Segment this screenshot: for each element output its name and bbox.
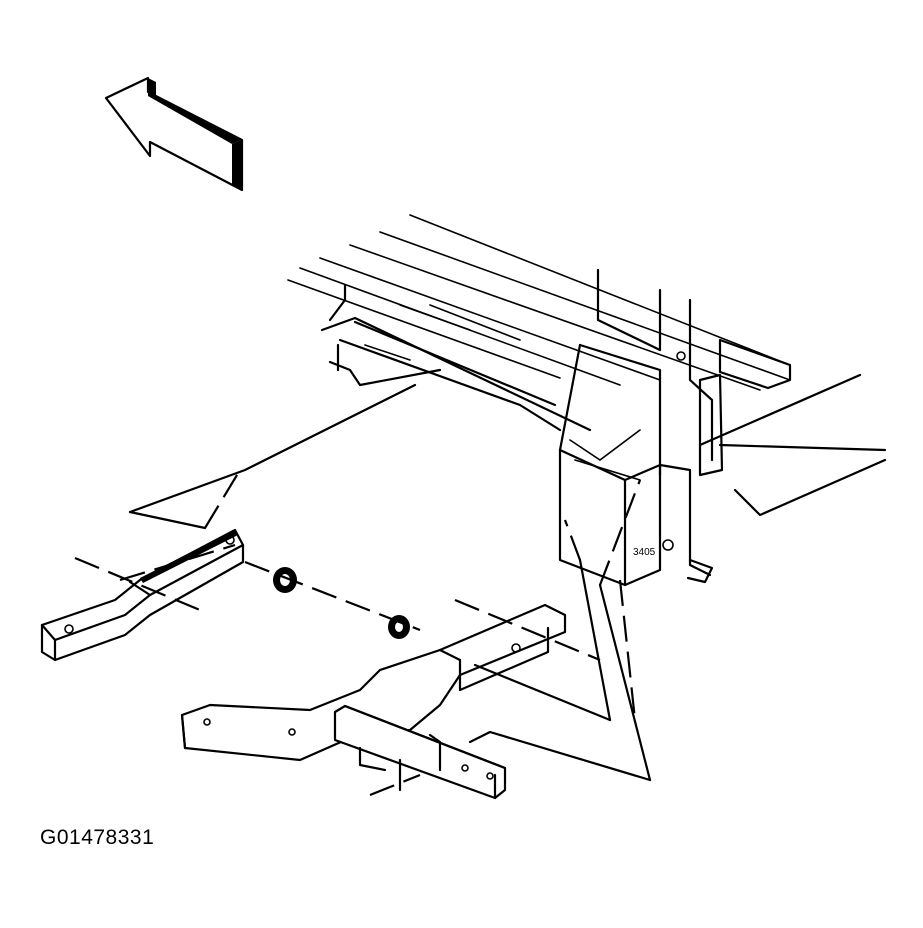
insulator-lower [388,615,410,639]
body-floor-panel [287,214,887,517]
svg-text:3405: 3405 [633,547,656,558]
figure-id-label: G01478331 [40,826,155,849]
vehicle-frame-rail: 3405 [558,268,724,587]
front-direction-arrow [104,76,244,192]
rear-support-bracket [40,528,245,662]
crossmember-bracket [180,603,567,762]
alignment-lines [74,383,652,797]
hitch-receiver-assembly [333,704,507,800]
